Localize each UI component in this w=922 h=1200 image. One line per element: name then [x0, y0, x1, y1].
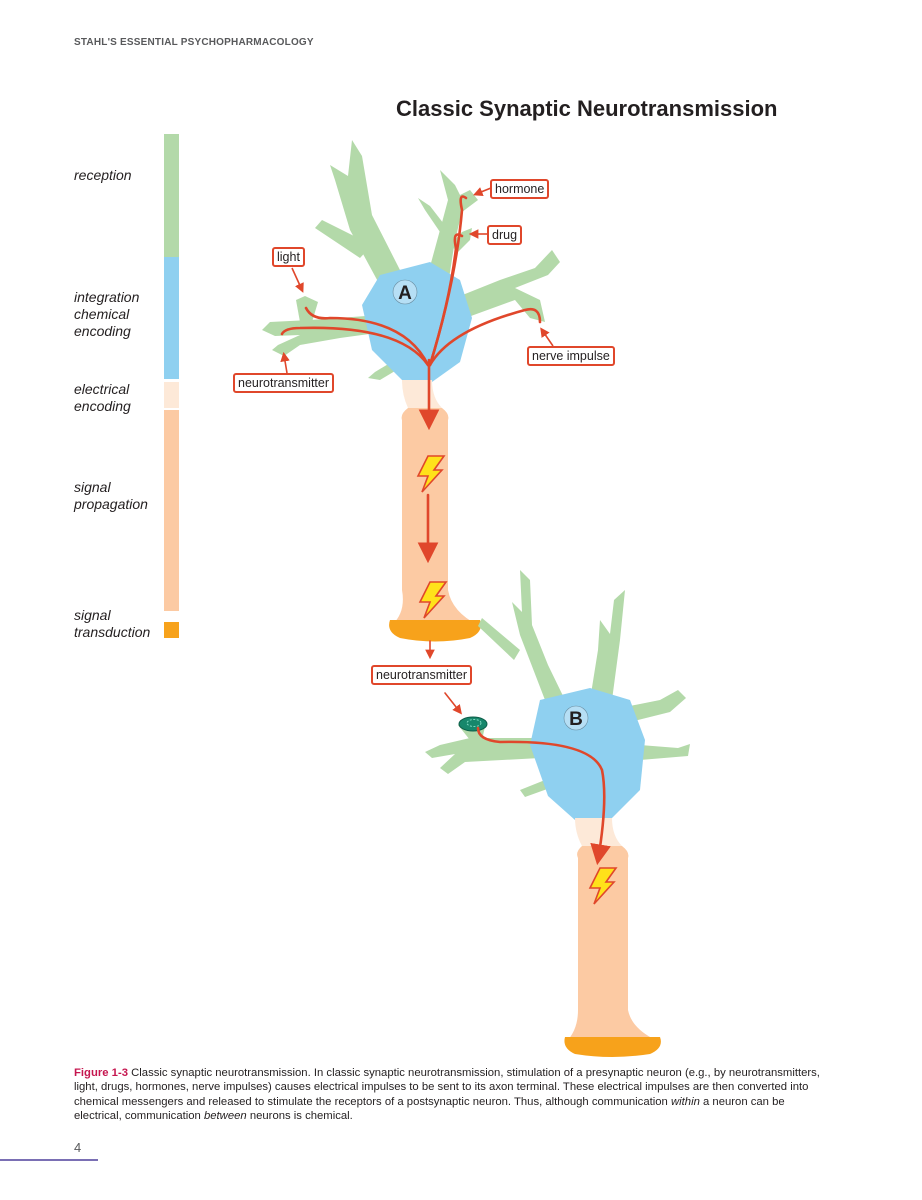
lightning-bolt-icon — [416, 455, 446, 493]
neuron-a-label: A — [398, 283, 412, 304]
legend-label-transduction: signal transduction — [74, 607, 150, 641]
callout-neurotransmitter-released: neurotransmitter — [371, 665, 473, 685]
legend-electrical-line1: electrical — [74, 381, 130, 397]
callout-hormone: hormone — [490, 179, 550, 199]
figure-number: Figure 1-3 — [74, 1067, 128, 1079]
caption-part3: neurons is chemical. — [249, 1110, 353, 1123]
neuron-a-soma — [362, 262, 472, 382]
page-rule — [0, 1159, 98, 1161]
lightning-bolt-icon — [418, 581, 448, 619]
callout-light: light — [272, 247, 305, 267]
electrical-impulse-icons — [416, 455, 618, 905]
legend-propagation-line1: signal — [74, 479, 111, 495]
neuron-b-axon-terminal — [564, 1037, 661, 1057]
legend-bar-electrical — [164, 382, 179, 408]
legend-label-reception: reception — [74, 167, 132, 184]
neuron-b-label: B — [569, 709, 583, 730]
figure-title: Classic Synaptic Neurotransmission — [396, 96, 778, 121]
running-head: STAHL'S ESSENTIAL PSYCHOPHARMACOLOGY — [74, 37, 314, 48]
pointer-hormone — [473, 187, 492, 197]
neuron-a: A — [262, 140, 560, 642]
arrow-neurotransmitter-path — [280, 326, 430, 367]
caption-part1: In classic synaptic neurotransmission, s… — [74, 1067, 820, 1108]
pointer-light — [291, 267, 304, 293]
neuron-a-axon-terminal — [389, 620, 481, 642]
legend-label-integration: integration chemical encoding — [74, 289, 139, 340]
pointer-nerve-impulse — [540, 327, 554, 347]
callout-drug: drug — [487, 225, 523, 245]
signal-arrows-b — [444, 692, 611, 866]
caption-lead: Classic synaptic neurotransmission. — [131, 1067, 311, 1079]
figure-caption: Figure 1-3 Classic synaptic neurotransmi… — [74, 1066, 834, 1124]
arrow-receptor-to-soma-path — [476, 726, 611, 866]
neuron-b-axon — [566, 846, 660, 1042]
neuron-a-label-circle — [392, 279, 418, 305]
arrow-light-path — [304, 306, 430, 367]
arrow-drug-path — [428, 233, 464, 367]
legend-bar-integration — [164, 257, 179, 379]
page-number: 4 — [74, 1140, 82, 1155]
caption-within: within — [670, 1095, 700, 1108]
legend-transduction-line2: transduction — [74, 624, 151, 640]
legend-propagation-line2: propagation — [74, 496, 148, 512]
legend-reception-text: reception — [74, 167, 132, 183]
legend-integration-line1: integration — [74, 289, 140, 305]
legend-bar-transduction — [164, 622, 179, 638]
legend-bar-propagation — [164, 410, 179, 611]
receptor-icon — [458, 716, 488, 732]
neuron-b-axon-hillock — [575, 818, 622, 846]
legend-label-electrical: electrical encoding — [74, 381, 131, 415]
arrow-nt-to-receptor-path — [444, 692, 462, 715]
signal-arrows-a — [280, 195, 542, 660]
legend-electrical-line2: encoding — [74, 398, 131, 414]
legend-integration-line2: chemical — [74, 306, 130, 322]
neuron-b: B — [425, 570, 690, 1057]
lightning-bolt-icon — [588, 867, 618, 905]
legend-transduction-line1: signal — [74, 607, 111, 623]
arrow-nerve-impulse-path — [428, 307, 542, 367]
callout-neurotransmitter-input: neurotransmitter — [233, 373, 335, 393]
callout-nerve-impulse: nerve impulse — [527, 346, 615, 366]
caption-between: between — [203, 1110, 247, 1123]
callout-pointers — [280, 187, 554, 374]
neuron-b-label-circle — [563, 705, 589, 731]
receptor-inner-icon — [466, 719, 482, 727]
neuron-a-axon — [392, 408, 478, 625]
legend-bar-reception — [164, 134, 179, 257]
legend-integration-line3: encoding — [74, 323, 131, 339]
caption-part2: a neuron can be electrical, communicatio… — [74, 1095, 785, 1123]
pointer-neurotransmitter — [280, 351, 290, 374]
neuron-a-axon-hillock — [402, 380, 442, 408]
legend-label-propagation: signal propagation — [74, 479, 148, 513]
